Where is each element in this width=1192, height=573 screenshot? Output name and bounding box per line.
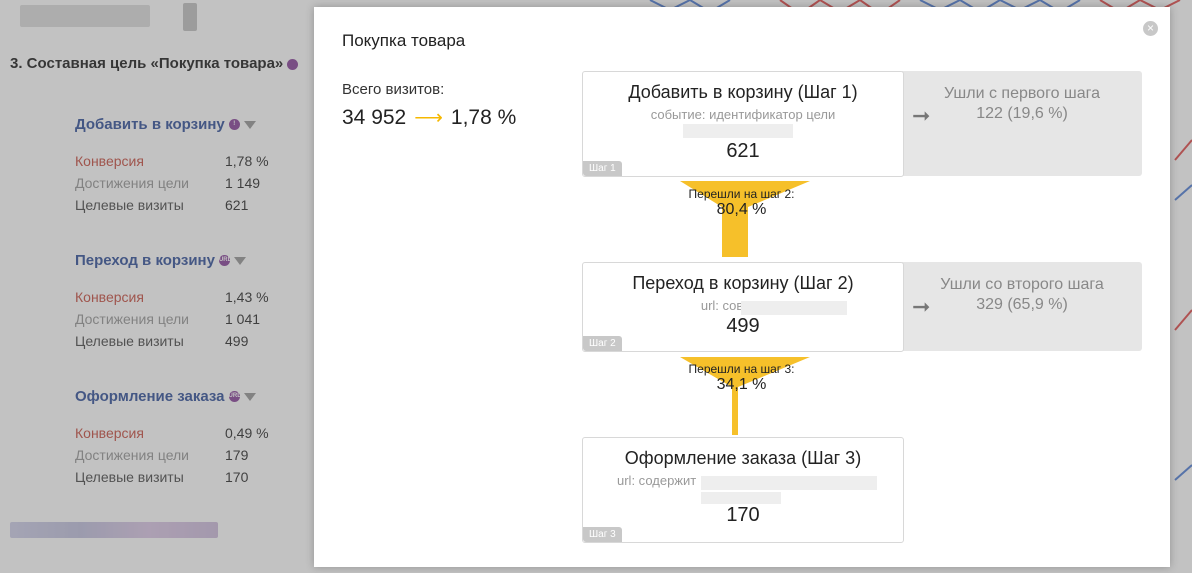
step-badge: Шаг 2 xyxy=(583,336,622,351)
close-icon[interactable]: × xyxy=(1143,21,1158,36)
url-icon: URL xyxy=(228,391,241,402)
blurred-header-icon xyxy=(183,3,197,31)
transition-label: Перешли на шаг 3: xyxy=(688,362,795,376)
funnel-modal: Покупка товара × Всего визитов: 34 952 ⟶… xyxy=(314,7,1170,567)
metric-label: Конверсия xyxy=(75,153,144,169)
step-badge: Шаг 3 xyxy=(583,527,622,542)
metric-label: Достижения цели xyxy=(75,175,190,191)
step-title: Добавить в корзину (Шаг 1) xyxy=(628,82,858,102)
section-title[interactable]: Переход в корзину xyxy=(75,252,215,269)
goal-section-go-to-cart: Переход в корзину URL Конверсия 1,43 % До… xyxy=(75,252,335,349)
step-value: 621 xyxy=(726,140,760,162)
metric-value: 621 xyxy=(225,197,249,213)
goal-section-add-to-cart: Добавить в корзину ! Конверсия 1,78 % Дос… xyxy=(75,116,335,213)
funnel-step-1[interactable]: Добавить в корзину (Шаг 1) событие: иден… xyxy=(582,71,904,177)
visits-conversion: 1,78 % xyxy=(450,105,517,129)
funnel-shape-1 xyxy=(680,181,810,257)
modal-title: Покупка товара xyxy=(342,31,466,50)
step-subtitle: событие: идентификатор цели xyxy=(650,107,836,122)
step-badge: Шаг 1 xyxy=(583,161,622,176)
dropoff-value: 329 (65,9 %) xyxy=(976,296,1068,313)
redacted-field xyxy=(683,124,793,138)
metric-value: 0,49 % xyxy=(225,425,269,441)
blurred-footer xyxy=(10,522,218,538)
step-title: Оформление заказа (Шаг 3) xyxy=(624,448,862,468)
transition-value: 80,4 % xyxy=(716,201,767,218)
metric-label: Достижения цели xyxy=(75,447,190,463)
dropoff-box-step2: Ушли со второго шага 329 (65,9 %) xyxy=(902,262,1142,351)
url-icon: URL xyxy=(218,255,231,266)
step-value: 170 xyxy=(726,504,760,526)
filter-icon[interactable] xyxy=(243,120,256,129)
funnel-shape-2 xyxy=(680,357,810,435)
metric-label: Конверсия xyxy=(75,425,144,441)
metric-value: 1,78 % xyxy=(225,153,269,169)
redacted-field xyxy=(701,476,877,490)
funnel-step-3[interactable]: Оформление заказа (Шаг 3) url: содержит … xyxy=(582,437,904,543)
section-title[interactable]: Оформление заказа xyxy=(75,388,225,405)
visits-summary: 34 952 ⟶ 1,78 % xyxy=(342,105,516,130)
exclamation-icon: ! xyxy=(228,119,240,130)
metric-label: Достижения цели xyxy=(75,311,190,327)
redacted-field xyxy=(701,492,781,504)
metric-label: Конверсия xyxy=(75,289,144,305)
arrow-right-icon: ➞ xyxy=(912,294,931,319)
dropoff-title: Ушли с первого шага xyxy=(943,85,1101,102)
filter-icon[interactable] xyxy=(243,392,256,401)
dropoff-box-step1: Ушли с первого шага 122 (19,6 %) xyxy=(902,71,1142,176)
filter-icon[interactable] xyxy=(233,256,246,265)
transition-1: Перешли на шаг 2: 80,4 % xyxy=(684,187,799,219)
arrow-right-icon: ⟶ xyxy=(414,107,443,129)
goal-title: 3. Составная цель «Покупка товара» xyxy=(10,55,299,72)
arrow-right-icon: ➞ xyxy=(912,103,931,128)
metric-value: 170 xyxy=(225,469,249,485)
transition-2: Перешли на шаг 3: 34,1 % xyxy=(684,362,799,394)
visits-label: Всего визитов: xyxy=(342,81,445,98)
blurred-header xyxy=(20,5,150,27)
metric-label: Целевые визиты xyxy=(75,469,184,485)
url-icon xyxy=(287,58,299,70)
metric-label: Целевые визиты xyxy=(75,197,184,213)
section-title[interactable]: Добавить в корзину xyxy=(75,116,225,133)
step-title: Переход в корзину (Шаг 2) xyxy=(632,273,854,293)
step-subtitle: url: содержит xyxy=(617,473,697,488)
metric-value: 1 041 xyxy=(225,311,261,327)
dropoff-value: 122 (19,6 %) xyxy=(976,105,1068,122)
metric-label: Целевые визиты xyxy=(75,333,184,349)
visits-total: 34 952 xyxy=(342,105,407,129)
metric-value: 499 xyxy=(225,333,249,349)
metric-value: 1 149 xyxy=(225,175,261,191)
dropoff-title: Ушли со второго шага xyxy=(940,276,1104,293)
goal-section-checkout: Оформление заказа URL Конверсия 0,49 % До… xyxy=(75,388,335,485)
transition-value: 34,1 % xyxy=(716,376,767,393)
transition-label: Перешли на шаг 2: xyxy=(688,187,795,201)
funnel-step-2[interactable]: Переход в корзину (Шаг 2) url: совпадает… xyxy=(582,262,904,352)
redacted-field xyxy=(741,301,847,315)
step-value: 499 xyxy=(726,315,760,337)
metric-value: 1,43 % xyxy=(225,289,269,305)
metric-value: 179 xyxy=(225,447,249,463)
